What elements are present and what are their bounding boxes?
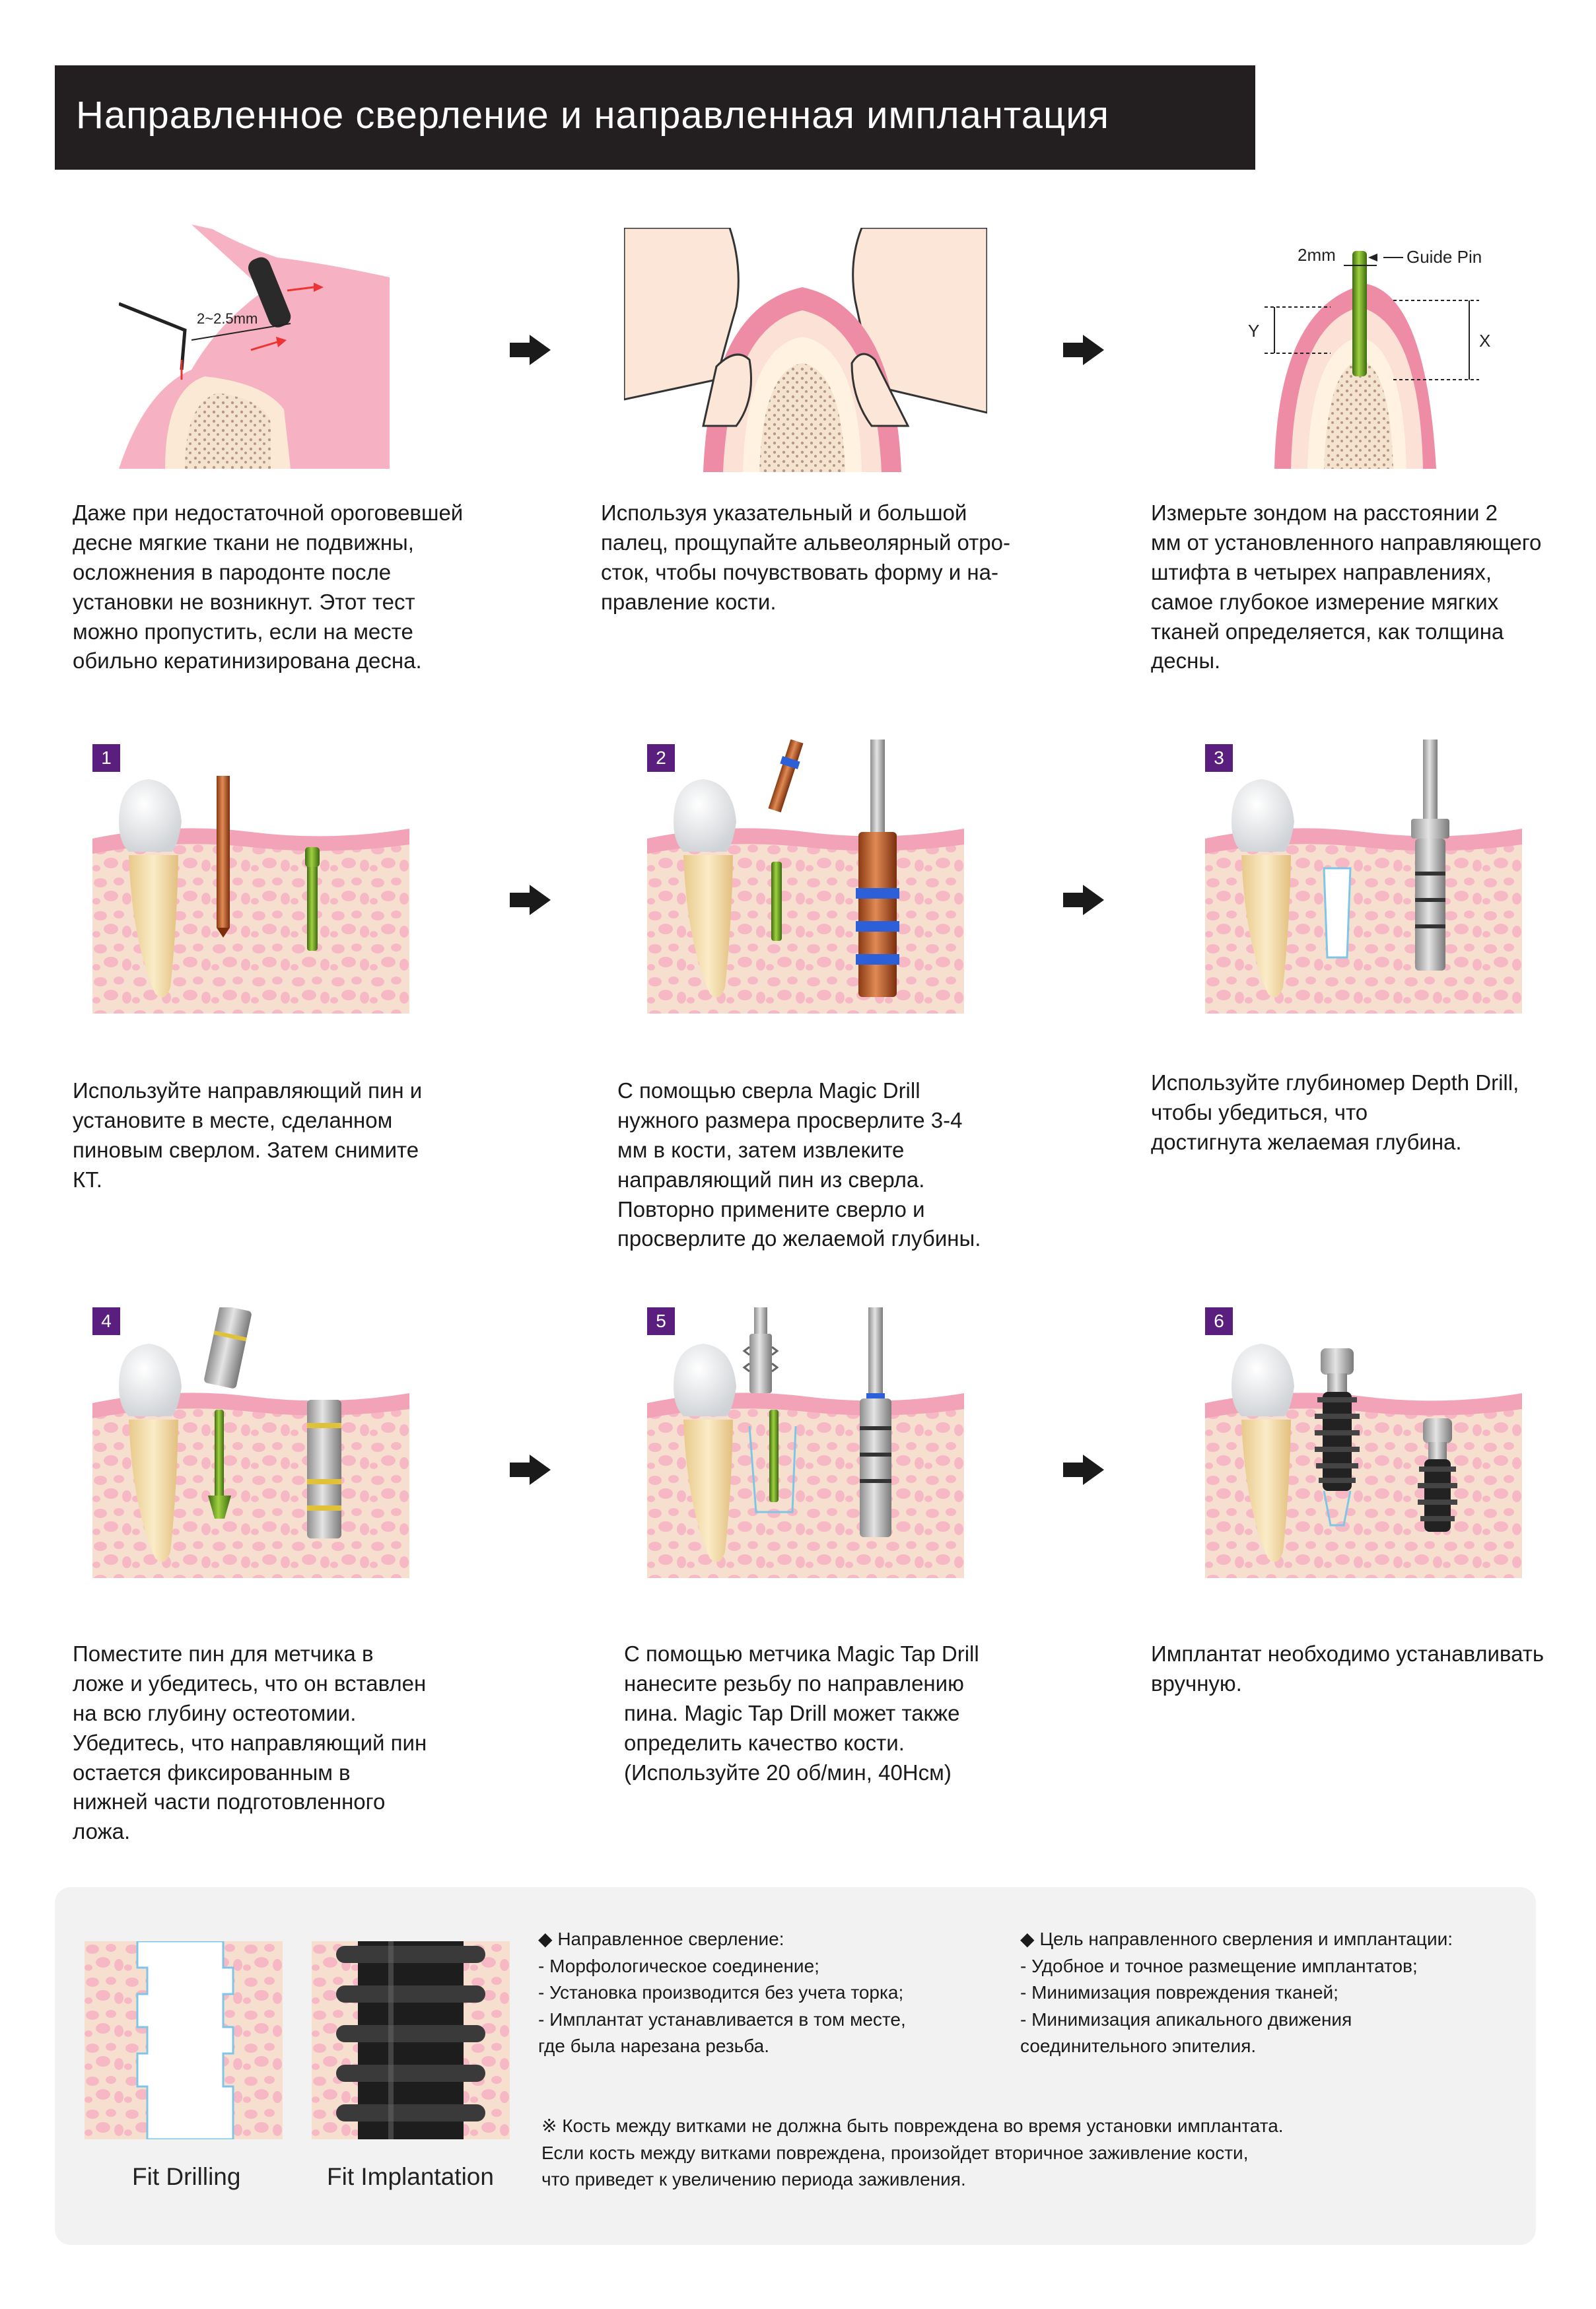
page-title: Направленное сверление и направленная им…: [76, 94, 1110, 137]
illus-step-2: [647, 740, 964, 1014]
arrow-row1-a: [510, 335, 551, 368]
illus-step-1: [92, 776, 409, 1014]
caption-fit-drilling: Fit Drilling: [132, 2163, 241, 2190]
illus-gum-test: 2~2.5mm: [119, 224, 390, 469]
illus-step-5: [647, 1307, 964, 1578]
intro-text-1: Даже при недостаточной ороговевшей десне…: [73, 500, 464, 673]
step-text-4: Поместите пин для метчика в ложе и убеди…: [73, 1641, 427, 1844]
step-badge-4: 4: [92, 1307, 120, 1335]
summary-guided-drilling: ◆ Направленное сверление: - Морфологичес…: [538, 1929, 906, 2057]
arrow-row2-b: [1063, 885, 1104, 918]
caption-fit-implantation: Fit Implantation: [327, 2163, 494, 2190]
step-text-3: Используйте глубиномер Depth Drill, чтоб…: [1151, 1070, 1519, 1154]
label-x: X: [1479, 331, 1490, 351]
label-y: Y: [1248, 321, 1259, 341]
label-guide-pin: Guide Pin: [1406, 247, 1482, 267]
step-text-2: С помощью сверла Magic Drill нужного раз…: [617, 1078, 981, 1251]
step-badge-5: 5: [647, 1307, 675, 1335]
title-bar: Направленное сверление и направленная им…: [55, 65, 1255, 170]
step-badge-1: 1: [92, 744, 120, 772]
illus-step-6: [1205, 1307, 1522, 1578]
step-badge-2: 2: [647, 744, 675, 772]
arrow-row2-a: [510, 885, 551, 918]
illus-step-3: [1205, 740, 1522, 1014]
summary-note: ※ Кость между витками не должна быть пов…: [541, 2116, 1284, 2190]
step-text-6: Имплантат необходимо устанавливать вручн…: [1151, 1641, 1544, 1696]
summary-panel: [55, 1887, 1536, 2245]
step-badge-6: 6: [1205, 1307, 1233, 1335]
illus-fit-implantation: [312, 1941, 510, 2139]
step-badge-3: 3: [1205, 744, 1233, 772]
intro-text-2: Используя указательный и большой палец, …: [601, 500, 1010, 614]
measure-label: 2~2.5mm: [197, 310, 258, 327]
arrow-row3-b: [1063, 1455, 1104, 1488]
illus-fit-drilling: [85, 1941, 283, 2139]
label-2mm: 2mm: [1298, 245, 1336, 265]
intro-text-3: Измерьте зондом на расстоянии 2 мм от ус…: [1151, 500, 1542, 673]
arrow-row3-a: [510, 1455, 551, 1488]
arrow-row1-b: [1063, 335, 1104, 368]
illus-palpation: [624, 228, 987, 472]
step-text-5: С помощью метчика Magic Tap Drill нанеси…: [624, 1641, 979, 1785]
illus-probing: 2mm Guide Pin Y X: [1215, 231, 1506, 469]
illus-step-4: [92, 1307, 409, 1578]
step-text-1: Используйте направляющий пин и установит…: [73, 1078, 423, 1192]
summary-goals: ◆ Цель направленного сверления и имплант…: [1020, 1929, 1453, 2057]
